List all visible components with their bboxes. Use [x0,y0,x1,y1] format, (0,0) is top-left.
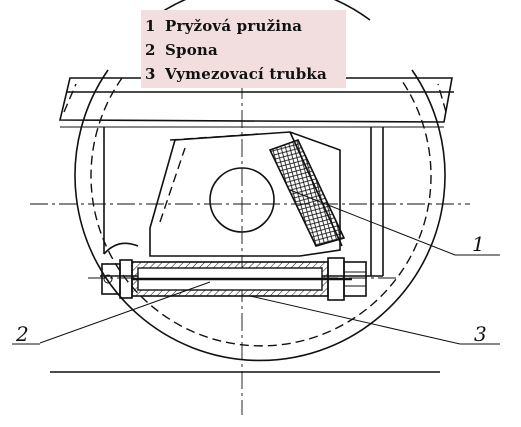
callout-2: 2 [16,322,29,346]
legend-label-3: Vymezovací trubka [165,65,327,83]
callout-1: 1 [472,232,485,256]
legend-number-1: 1 [145,17,156,35]
legend-item-2: 2 Spona [145,38,346,62]
bottom-rails [12,343,500,373]
frame-beam [58,77,454,128]
legend-number-3: 3 [145,65,156,83]
legend-item-3: 3 Vymezovací trubka [145,62,346,86]
legend-label-1: Pryžová pružina [165,17,303,35]
wheel-outline [74,0,446,362]
callout-3: 3 [474,322,487,346]
legend-number-2: 2 [145,41,156,59]
legend: 1 Pryžová pružina 2 Spona 3 Vymezovací trub… [141,10,346,88]
legend-label-2: Spona [165,41,218,59]
leader-lines [39,189,500,345]
rubber-spring [268,139,346,247]
bolt-assembly [101,257,367,301]
legend-item-1: 1 Pryžová pružina [145,14,346,38]
